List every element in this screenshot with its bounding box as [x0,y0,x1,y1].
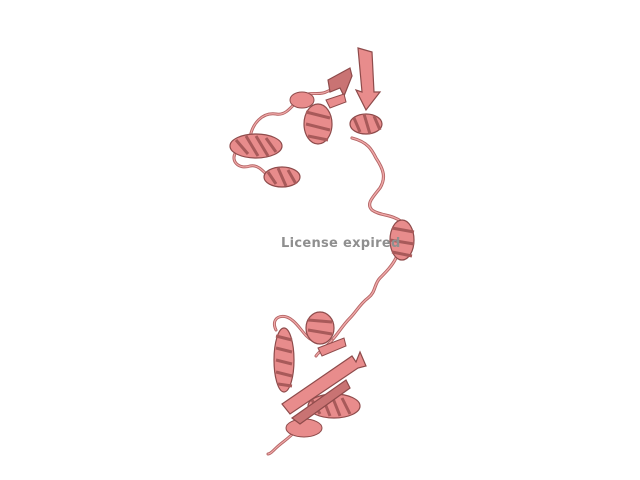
strand-b2 [290,379,351,425]
helices-top-domain [229,91,383,188]
coil-top-linker [350,136,404,224]
strand-b1 [281,350,367,415]
strand-b3 [317,337,347,357]
coil-top-linker-hl [351,137,403,223]
coil-top-left-hl [233,151,271,179]
strand-2 [327,67,353,98]
helix-small [289,91,315,109]
helix-b2 [305,311,335,345]
helix-middle [389,219,415,261]
strand-3 [325,93,347,109]
coil-mid-linker-hl [331,257,397,341]
strand-1 [354,47,382,112]
bottom-domain [273,311,367,438]
sheets-top-domain [325,47,382,112]
coil-bottom-tail-hl [267,429,297,455]
